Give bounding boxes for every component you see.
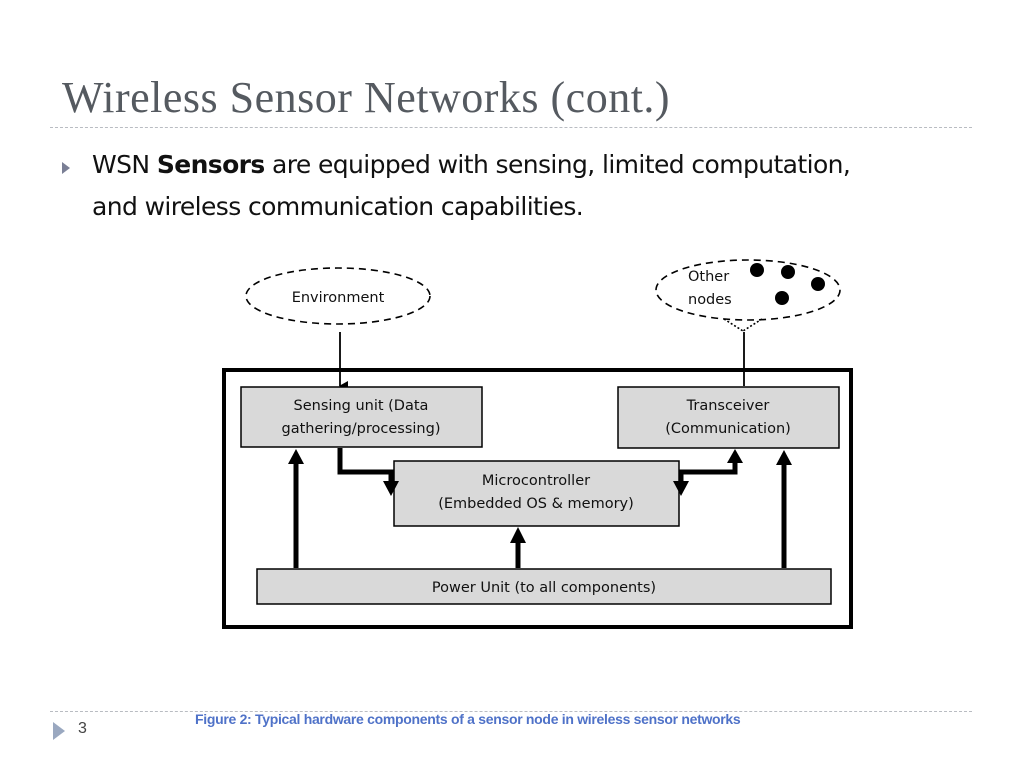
node-dot (811, 277, 825, 291)
other-nodes-cloud: Other nodes (655, 259, 841, 332)
other-nodes-label-2: nodes (688, 292, 732, 308)
power-unit-box: Power Unit (to all components) (256, 568, 832, 605)
bullet-prefix: WSN (92, 150, 157, 179)
transceiver-box: Transceiver (Communication) (617, 386, 840, 449)
footer-arrow-icon (53, 722, 65, 740)
title-divider (50, 127, 972, 128)
node-dot (781, 265, 795, 279)
power-to-micro-arrow (510, 527, 526, 568)
transceiver-label-1: Transceiver (686, 398, 770, 414)
power-label: Power Unit (to all components) (432, 580, 656, 596)
bullet-text: WSN Sensors are equipped with sensing, l… (92, 144, 852, 228)
power-to-transceiver-arrow (776, 450, 792, 568)
sensing-unit-box: Sensing unit (Data gathering/processing) (240, 386, 483, 448)
transceiver-label-2: (Communication) (665, 421, 791, 437)
page-number: 3 (78, 720, 87, 737)
slide-title: Wireless Sensor Networks (cont.) (62, 73, 671, 122)
sensor-node-frame (222, 368, 853, 629)
bullet-bold: Sensors (156, 150, 265, 179)
micro-label-2: (Embedded OS & memory) (438, 496, 634, 512)
micro-transceiver-arrow (673, 449, 743, 496)
bullet-rest: are equipped with sensing, limited compu… (92, 150, 851, 221)
micro-label-1: Microcontroller (482, 473, 590, 489)
sensing-label-1: Sensing unit (Data (294, 398, 429, 414)
sensing-label-2: gathering/processing) (282, 421, 441, 437)
node-dot (750, 263, 764, 277)
node-dot (775, 291, 789, 305)
bullet-arrow-icon (62, 162, 70, 174)
figure-caption: Figure 2: Typical hardware components of… (195, 711, 741, 727)
microcontroller-box: Microcontroller (Embedded OS & memory) (393, 460, 680, 527)
environment-node: Environment (245, 267, 431, 325)
environment-label: Environment (292, 290, 385, 306)
sensing-to-micro-arrow (337, 448, 399, 496)
power-to-sensing-arrow (288, 449, 304, 568)
other-nodes-label-1: Other (688, 269, 729, 285)
footer-divider (50, 711, 972, 712)
